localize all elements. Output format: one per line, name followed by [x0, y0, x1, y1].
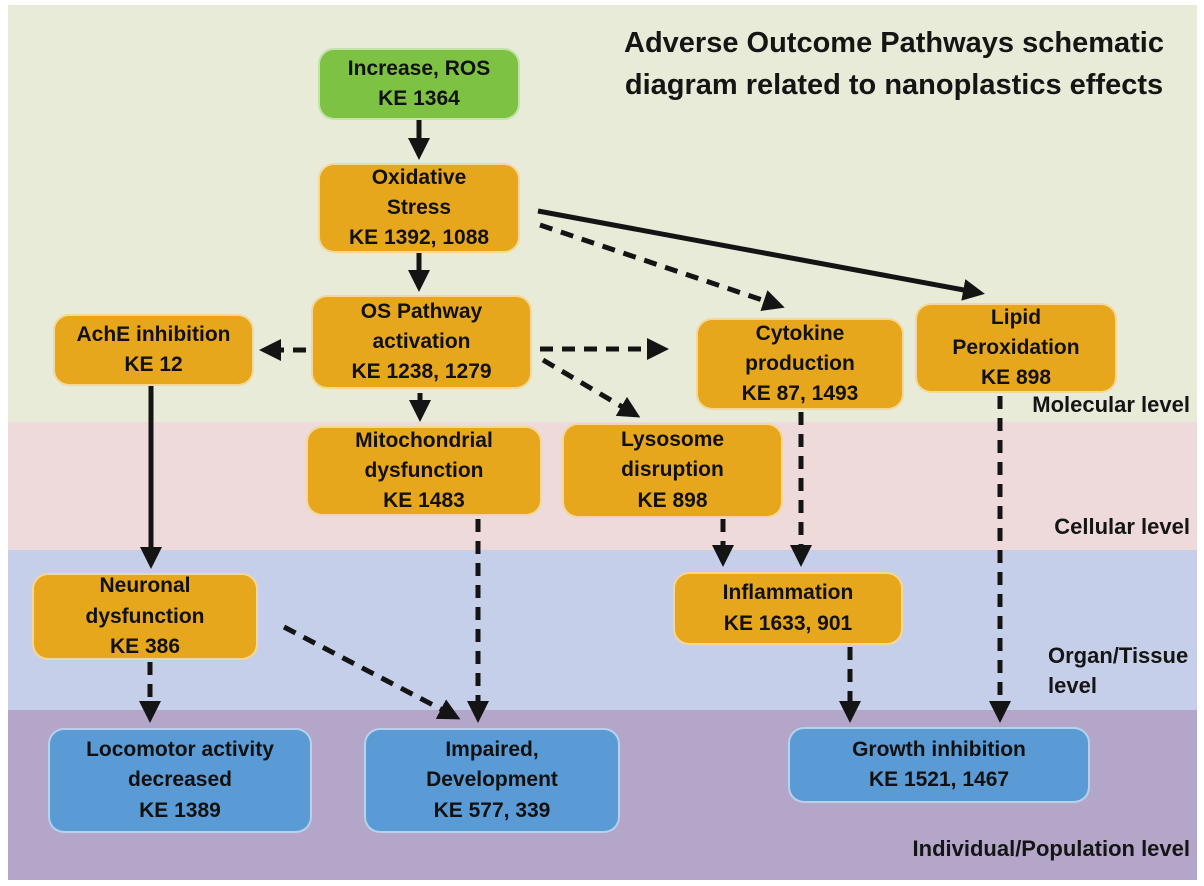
node-text-line: KE 1238, 1279: [351, 360, 492, 384]
label-individual-population-level: Individual/Population level: [912, 836, 1190, 861]
node-locomotor-activity-decreased: Locomotor activity decreased KE 1389: [48, 728, 312, 833]
node-text-line: Inflammation: [722, 581, 854, 605]
node-text-line: disruption: [621, 458, 724, 482]
node-neuronal-dysfunction: Neuronal dysfunction KE 386: [32, 573, 258, 660]
node-text-line: KE 577, 339: [433, 798, 551, 822]
node-text-line: Mitochondrial: [355, 428, 493, 452]
node-text-line: Impaired,: [445, 738, 539, 762]
node-text-line: KE 898: [980, 366, 1052, 390]
node-text-line: KE 898: [637, 488, 708, 512]
node-text-line: Stress: [386, 196, 452, 219]
node-text-line: decreased: [128, 768, 232, 792]
label-cellular-level: Cellular level: [1054, 514, 1190, 539]
node-text-line: KE 386: [109, 634, 181, 658]
node-text-line: AchE inhibition: [76, 322, 231, 346]
node-text-line: Neuronal: [99, 574, 191, 598]
node-text-line: KE 87, 1493: [741, 382, 859, 406]
node-increase-ros: Increase, ROS KE 1364: [318, 48, 520, 120]
node-text-line: Peroxidation: [952, 336, 1080, 359]
node-text-line: Oxidative: [371, 165, 467, 189]
node-text-line: Lysosome: [620, 428, 725, 452]
node-text-line: KE 1364: [378, 87, 460, 110]
node-text-line: dysfunction: [364, 459, 484, 482]
node-text-line: KE 1633, 901: [723, 611, 853, 635]
node-ache-inhibition: AchE inhibition KE 12: [53, 314, 254, 386]
node-text-line: activation: [372, 330, 471, 353]
node-os-pathway-activation: OS Pathway activation KE 1238, 1279: [311, 295, 532, 389]
node-text-line: Lipid: [990, 305, 1042, 329]
label-molecular-level: Molecular level: [1032, 392, 1190, 417]
node-mitochondrial-dysfunction: Mitochondrial dysfunction KE 1483: [306, 426, 542, 516]
node-impaired-development: Impaired, Development KE 577, 339: [364, 728, 620, 833]
label-organ-tissue-level: Organ/Tissue level: [1048, 643, 1189, 698]
node-text-line: Locomotor activity: [86, 738, 274, 762]
node-text-line: Growth inhibition: [852, 737, 1026, 761]
node-text-line: KE 1389: [139, 798, 221, 822]
node-text-line: KE 1392, 1088: [348, 226, 490, 250]
node-text-line: Cytokine: [755, 321, 845, 345]
node-growth-inhibition: Growth inhibition KE 1521, 1467: [788, 727, 1090, 803]
diagram-title-line2: diagram related to nanoplastics effects: [624, 69, 1164, 102]
node-lysosome-disruption: Lysosome disruption KE 898: [562, 423, 783, 518]
diagram-title: Adverse Outcome Pathways schematic diagr…: [598, 22, 1190, 106]
node-text-line: Increase, ROS: [347, 56, 491, 80]
node-lipid-peroxidation: Lipid Peroxidation KE 898: [915, 303, 1117, 393]
node-text-line: OS Pathway: [360, 299, 483, 323]
node-text-line: production: [745, 352, 855, 375]
diagram-title-line1: Adverse Outcome Pathways schematic: [624, 27, 1164, 59]
node-inflammation: Inflammation KE 1633, 901: [673, 572, 903, 645]
node-cytokine-production: Cytokine production KE 87, 1493: [696, 318, 904, 410]
node-text-line: dysfunction: [85, 604, 205, 628]
node-oxidative-stress: Oxidative Stress KE 1392, 1088: [318, 163, 520, 253]
node-text-line: KE 1521, 1467: [868, 768, 1010, 791]
node-text-line: Development: [426, 768, 558, 792]
node-text-line: KE 1483: [383, 489, 465, 513]
node-text-line: KE 12: [124, 353, 183, 376]
